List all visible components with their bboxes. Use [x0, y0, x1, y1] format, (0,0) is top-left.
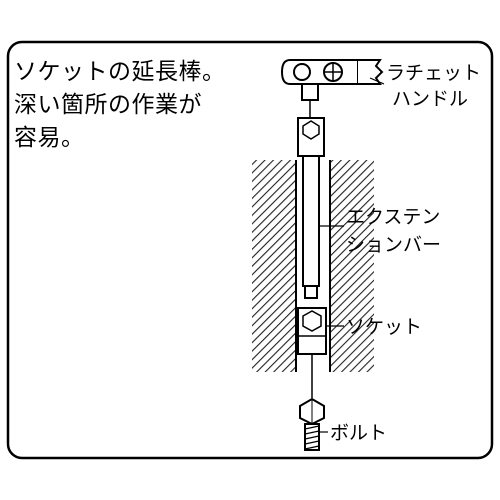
socket	[297, 307, 327, 355]
label-socket: ソケット	[346, 316, 423, 338]
label-bolt: ボルト	[330, 422, 388, 444]
label-ratchet-line-2: ハンドル	[392, 88, 469, 110]
wall-right	[329, 160, 374, 372]
description-line-2: 深い箇所の作業が	[14, 92, 202, 118]
ratchet-handle	[280, 59, 384, 118]
wall-left	[252, 160, 297, 372]
label-ratchet-line-1: ラチェット	[386, 62, 482, 84]
label-extension-line-2: ションバー	[346, 234, 442, 256]
bolt	[299, 397, 325, 451]
description-line-1: ソケットの延長棒。	[14, 59, 226, 85]
description-line-3: 容易。	[14, 125, 85, 151]
leader-ratchet	[369, 77, 385, 85]
label-extension-line-1: エクステン	[346, 206, 441, 228]
extension-bar	[297, 117, 325, 299]
description-text: ソケットの延長棒。 深い箇所の作業が 容易。	[14, 56, 244, 155]
outer-border	[6, 40, 494, 460]
